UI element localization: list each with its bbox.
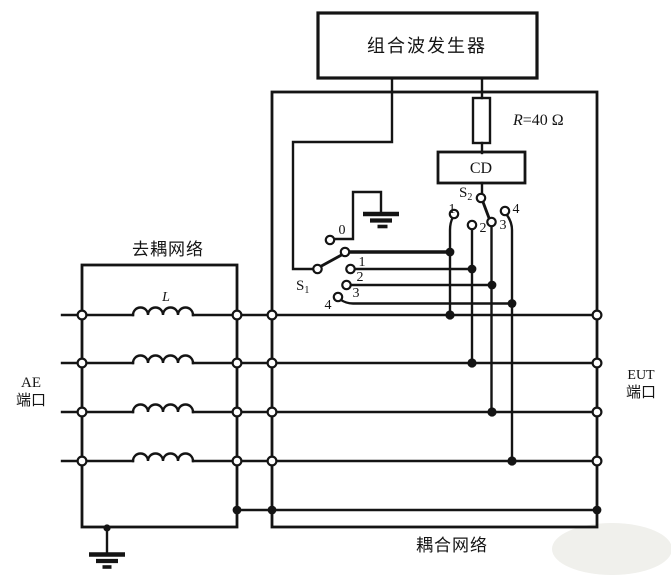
s1-label: S1 <box>296 278 309 296</box>
s2-contact-3 <box>486 216 497 228</box>
generator <box>291 11 539 271</box>
coupling-in-terminal-2 <box>266 357 278 369</box>
s1-line-to-bus4 <box>339 298 514 305</box>
s1-contact-1 <box>339 246 351 258</box>
svg-text:端口: 端口 <box>626 384 656 401</box>
s2-contact-4 <box>499 205 511 217</box>
s1-ground-wire <box>332 190 383 241</box>
ae-terminal-2 <box>76 357 88 369</box>
switch-s1 <box>312 190 514 305</box>
ground-icon-coupling <box>363 211 399 229</box>
ae-terminal-1 <box>76 309 88 321</box>
decoupling-network-label: 去耦网络 <box>132 240 204 259</box>
bus-lines <box>60 313 599 512</box>
resistor <box>471 96 492 155</box>
inductor-label: L <box>161 290 170 305</box>
switch-s2 <box>448 192 514 463</box>
s1-contact-0 <box>324 234 336 246</box>
generator-box <box>316 11 539 80</box>
watermark-smudge <box>552 523 671 575</box>
s2-position-3-label: 3 <box>500 218 507 233</box>
svg-text:EUT: EUT <box>627 368 655 383</box>
s2-contact-2 <box>466 219 478 231</box>
s1-position-2-label: 2 <box>357 270 364 285</box>
s2-contact-1 <box>448 208 460 220</box>
s1-position-1-label: 1 <box>359 255 366 270</box>
decoupling-out-terminal-2 <box>231 357 243 369</box>
inductor-icon-row4 <box>131 452 195 463</box>
cd-block <box>436 150 527 196</box>
s1-contact-3 <box>341 279 352 291</box>
eut-terminal-3 <box>591 406 603 418</box>
eut-port-label: EUT 端口 <box>626 368 656 401</box>
junction-dots <box>103 247 602 532</box>
decoupling-out-terminal-1 <box>231 309 243 321</box>
s2-position-2-label: 2 <box>480 221 487 236</box>
coupling-in-terminal-1 <box>266 309 278 321</box>
eut-terminal-4 <box>591 455 603 467</box>
s1-position-0-label: 0 <box>339 223 346 238</box>
s2-pivot-contact <box>475 192 487 204</box>
inductor-icon-row1 <box>131 306 195 317</box>
coupling-in-terminal-3 <box>266 406 278 418</box>
s2-drop-line-1 <box>448 216 455 317</box>
coupling-in-terminal-4 <box>266 455 278 467</box>
resistor-value-label: R=40 Ω <box>512 112 564 129</box>
svg-text:AE: AE <box>21 375 41 391</box>
resistor-icon <box>471 96 492 145</box>
s1-position-4-label: 4 <box>325 298 332 313</box>
s2-arm <box>481 200 491 220</box>
inductor-icon-row2 <box>131 354 195 365</box>
s2-position-4-label: 4 <box>513 202 520 217</box>
generator-lead-left <box>291 76 394 271</box>
ae-port-label: AE 端口 <box>16 375 46 409</box>
ground-icon-decoupling <box>89 525 125 569</box>
decoupling-out-terminal-3 <box>231 406 243 418</box>
generator-label: 组合波发生器 <box>367 36 487 56</box>
s2-drop-line-4 <box>505 213 514 463</box>
cd-label: CD <box>470 160 492 177</box>
decoupling-network-box <box>80 263 239 529</box>
terminal-circles <box>76 309 603 467</box>
decoupling-inductors <box>131 306 195 463</box>
s1-contact-2 <box>345 263 356 275</box>
eut-terminal-2 <box>591 357 603 369</box>
coupling-network-label: 耦合网络 <box>416 536 488 555</box>
eut-terminal-1 <box>591 309 603 321</box>
s2-position-1-label: 1 <box>449 202 456 217</box>
s1-position-3-label: 3 <box>353 286 360 301</box>
s1-contact-4 <box>332 291 344 303</box>
s2-label: S2 <box>459 185 472 203</box>
ae-terminal-3 <box>76 406 88 418</box>
svg-text:端口: 端口 <box>16 392 46 409</box>
inductor-icon-row3 <box>131 403 195 414</box>
s1-arm <box>319 253 343 268</box>
decoupling-out-terminal-4 <box>231 455 243 467</box>
s1-pivot-contact <box>312 263 323 275</box>
ae-terminal-4 <box>76 455 88 467</box>
